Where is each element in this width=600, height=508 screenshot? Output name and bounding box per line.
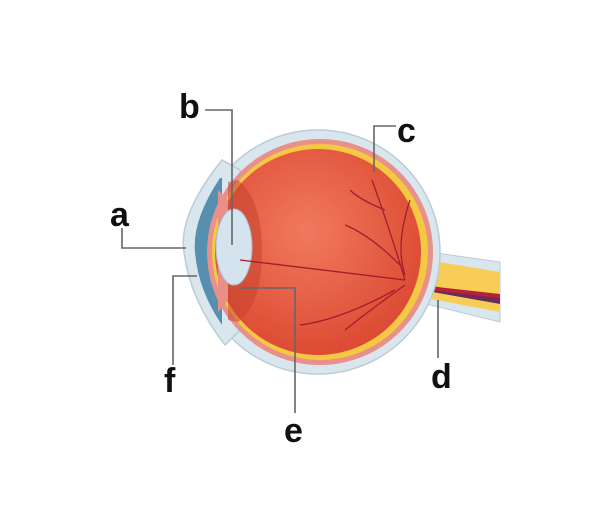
leader-line-f xyxy=(172,275,197,365)
leader-line-b xyxy=(205,109,233,245)
label-d: d xyxy=(431,358,452,396)
label-b: b xyxy=(179,88,200,126)
label-a: a xyxy=(110,196,130,234)
label-c: c xyxy=(397,112,416,150)
leader-line-c xyxy=(373,125,396,172)
leader-line-e xyxy=(240,287,296,413)
label-e: e xyxy=(284,412,303,450)
leader-line-a xyxy=(121,228,186,249)
label-f: f xyxy=(164,362,176,400)
retinal-vessels xyxy=(239,179,411,331)
lens xyxy=(215,208,253,286)
